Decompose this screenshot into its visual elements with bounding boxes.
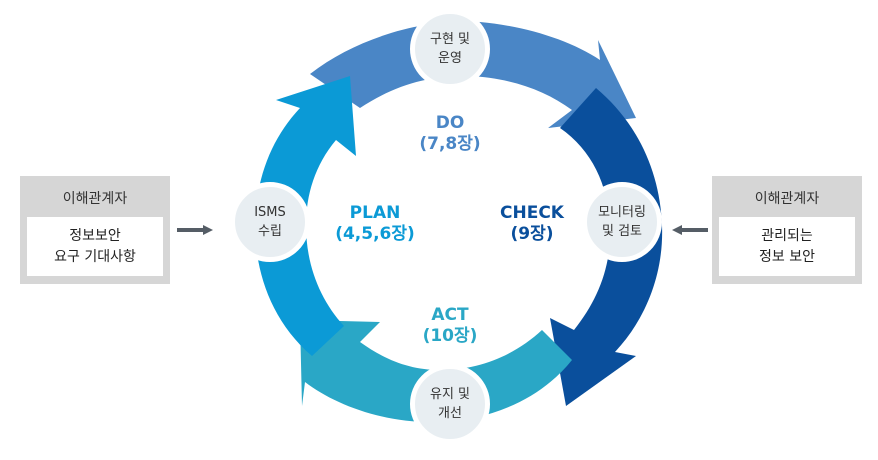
- left-stakeholder-line-1: 정보보안: [69, 227, 121, 244]
- right-stakeholder-line-2: 정보 보안: [759, 248, 815, 265]
- right-stakeholder-line-1: 관리되는: [761, 227, 813, 244]
- phase-plan-label: PLAN (4,5,6장): [320, 203, 430, 245]
- node-top-line-1: 구현 및: [429, 32, 470, 47]
- node-isms-establish: ISMS 수립: [230, 182, 310, 262]
- phase-do-label: DO (7,8장): [405, 113, 495, 155]
- node-left-line-2: 수립: [258, 224, 282, 239]
- phase-check-label: CHECK (9장): [482, 203, 582, 245]
- left-input-arrow-icon: [177, 225, 213, 235]
- phase-do-chapter: (7,8장): [419, 134, 481, 154]
- right-stakeholder-box: 이해관계자 관리되는 정보 보안: [712, 176, 862, 284]
- phase-plan-name: PLAN: [349, 203, 401, 223]
- phase-check-chapter: (9장): [510, 224, 554, 244]
- node-left-line-1: ISMS: [254, 205, 286, 220]
- check-arrow-segment: [550, 88, 663, 406]
- node-right-line-1: 모니터링: [598, 205, 646, 220]
- phase-act-label: ACT (10장): [405, 305, 495, 347]
- node-bottom-line-2: 개선: [438, 406, 462, 421]
- left-stakeholder-box: 이해관계자 정보보안 요구 기대사항: [20, 176, 170, 284]
- node-top-line-2: 운영: [438, 51, 462, 66]
- node-implement-operate: 구현 및 운영: [410, 9, 490, 89]
- node-maintain-improve: 유지 및 개선: [410, 364, 490, 444]
- right-stakeholder-content: 관리되는 정보 보안: [719, 217, 855, 276]
- node-bottom-line-1: 유지 및: [429, 387, 470, 402]
- phase-act-name: ACT: [431, 305, 469, 325]
- left-stakeholder-content: 정보보안 요구 기대사항: [27, 217, 163, 276]
- phase-check-name: CHECK: [500, 203, 564, 223]
- left-stakeholder-title: 이해관계자: [62, 191, 128, 207]
- phase-act-chapter: (10장): [422, 326, 478, 346]
- left-stakeholder-line-2: 요구 기대사항: [54, 248, 136, 265]
- phase-plan-chapter: (4,5,6장): [335, 224, 415, 244]
- node-right-line-2: 및 검토: [601, 224, 642, 239]
- right-input-arrow-icon: [672, 225, 708, 235]
- right-stakeholder-title: 이해관계자: [754, 191, 820, 207]
- phase-do-name: DO: [435, 113, 465, 133]
- node-monitor-review: 모니터링 및 검토: [582, 182, 662, 262]
